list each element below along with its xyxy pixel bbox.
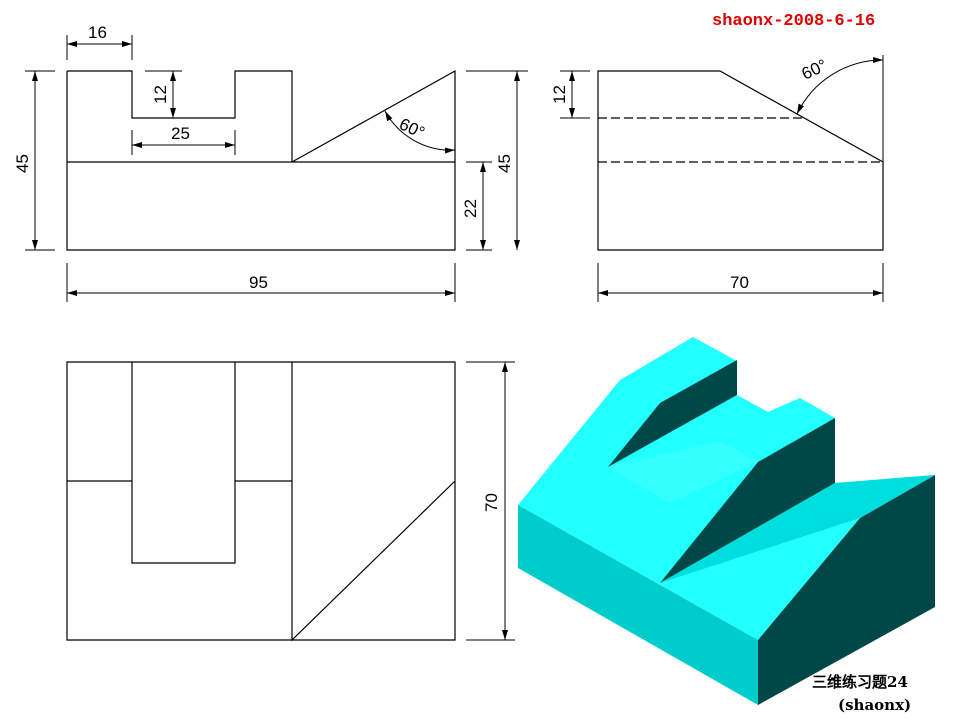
top-view: 70 bbox=[66, 361, 515, 642]
drawing-title: shaonx-2008-6-16 bbox=[712, 12, 875, 31]
dim-45-left: 45 bbox=[13, 154, 32, 173]
caption-author: (shaonx) bbox=[838, 696, 911, 714]
dim-70-top: 70 bbox=[482, 493, 501, 512]
dim-70-side: 70 bbox=[730, 273, 749, 292]
isometric-model bbox=[518, 337, 935, 705]
caption-title: 三维练习题24 bbox=[812, 673, 908, 691]
dim-12-side: 12 bbox=[550, 85, 569, 104]
dim-95: 95 bbox=[249, 273, 268, 292]
dim-60-front: 60° bbox=[396, 114, 427, 142]
dim-16: 16 bbox=[88, 23, 107, 42]
side-view: 12 60° 70 bbox=[550, 55, 884, 302]
dim-25: 25 bbox=[171, 124, 190, 143]
dim-45-right: 45 bbox=[495, 154, 514, 173]
dim-12-front: 12 bbox=[151, 85, 170, 104]
dim-22: 22 bbox=[461, 199, 480, 218]
front-view: 16 12 25 45 95 60° 22 45 bbox=[13, 23, 528, 302]
